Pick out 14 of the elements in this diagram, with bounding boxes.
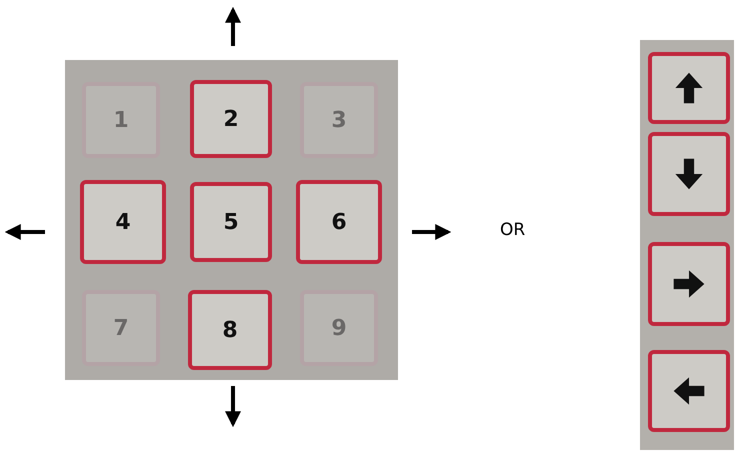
keypad-key: 8	[188, 290, 272, 370]
keypad-key: 9	[300, 290, 378, 366]
arrow-key	[648, 132, 730, 216]
arrow-key	[648, 52, 730, 124]
arrow-key	[648, 350, 730, 432]
keypad-key: 3	[300, 82, 378, 158]
keypad-key: 4	[80, 180, 166, 264]
or-label: OR	[500, 220, 526, 240]
keypad-key: 1	[82, 82, 160, 158]
keypad-key: 5	[190, 182, 272, 262]
keypad-key: 2	[190, 80, 272, 158]
arrow-key	[648, 242, 730, 326]
keypad-key: 7	[82, 290, 160, 366]
keypad-key: 6	[296, 180, 382, 264]
